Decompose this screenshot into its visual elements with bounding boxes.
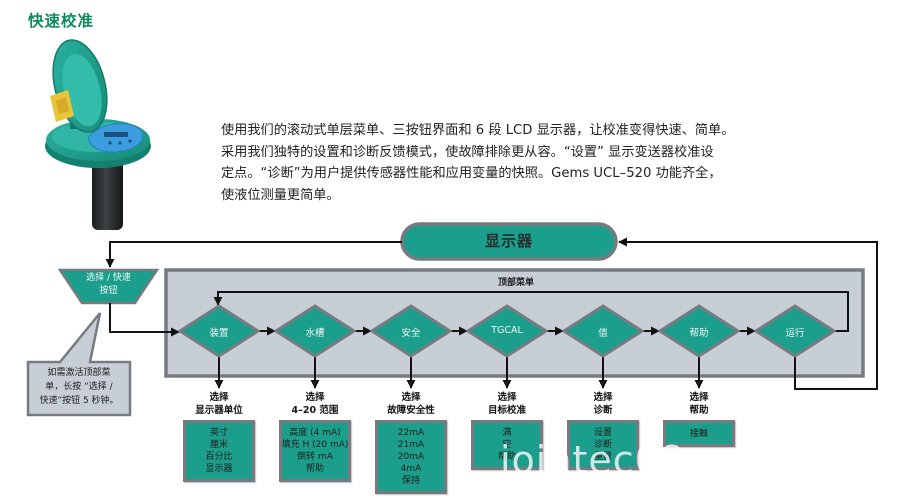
option-item[interactable]: 帮助 [305, 464, 324, 474]
select-label: 选择故障安全性 [366, 391, 456, 417]
select-label: 选择帮助 [654, 391, 744, 417]
intro-line: 使液位测量更简单。 [221, 187, 340, 203]
select-label-line: 选择 [497, 392, 517, 403]
select-label-line: 目标校准 [487, 405, 526, 416]
options-box: 满空帮助 [471, 420, 543, 470]
select-quick-button-line: 选择 / 快速 [86, 273, 131, 283]
options-box: 高度 (4 mA) 填充 H (20 mA) 倒转 mA 帮助 [279, 420, 351, 482]
callout-line: 如需激活顶部菜 [47, 368, 111, 378]
select-label: 选择 4–20 范围 [270, 391, 360, 417]
options-box: 22mA 21mA 20mA 4mA 保持 [375, 420, 447, 494]
select-label-line: 选择 [593, 392, 613, 403]
option-item[interactable]: 接触 [689, 428, 708, 439]
option-item[interactable]: 保持 [401, 476, 420, 486]
option-item[interactable]: 20mA [397, 452, 425, 462]
select-label-line: 选择 [401, 392, 421, 403]
menu-loop-arrow [213, 291, 849, 332]
option-item[interactable]: 显示器 [205, 464, 233, 474]
option-item[interactable]: 帮助 [497, 452, 516, 462]
option-item[interactable]: 倒转 mA [297, 452, 333, 462]
menu-item-label: 安全 [401, 328, 421, 339]
option-item[interactable]: 诊断 [593, 440, 612, 450]
select-label-line: 故障安全性 [387, 405, 435, 416]
option-item[interactable]: 设置 [593, 428, 612, 438]
select-label-line: 帮助 [689, 405, 709, 416]
option-item[interactable]: 高度 (4 mA) [289, 428, 341, 438]
menu-diamond-4[interactable] [561, 304, 645, 358]
select-label-line: 选择 [209, 392, 229, 403]
select-label: 选择诊断 [558, 391, 648, 417]
menu-item-label: 值 [598, 328, 608, 339]
option-item[interactable]: 英寸 [209, 428, 228, 438]
select-label-line: 诊断 [593, 405, 613, 416]
intro-line: 定点。“诊断”为用户提供传感器性能和应用变量的快照。Gems UCL–520 功… [221, 166, 722, 181]
top-menu-label: 顶部菜单 [497, 278, 534, 288]
intro-paragraph: 使用我们的滚动式单层菜单、三按钮界面和 6 段 LCD 显示器，让校准变得快速、… [221, 120, 734, 206]
callout-line: 快速”按钮 5 秒钟。 [39, 396, 119, 406]
option-item[interactable]: 满 [502, 428, 512, 438]
option-item[interactable]: 填充 H (20 mA) [281, 440, 349, 450]
callout-line: 单，长按 “选择 / [45, 382, 113, 392]
menu-diamond-2[interactable] [369, 304, 453, 358]
select-quick-button-node[interactable] [57, 268, 160, 305]
select-label: 选择显示器单位 [174, 391, 264, 417]
menu-diamond-3[interactable] [465, 304, 549, 358]
select-label-line: 4–20 范围 [291, 405, 339, 416]
intro-line: 采用我们独特的设置和诊断反馈模式，使故障排除更从容。“设置” 显示变送器校准设 [221, 144, 714, 160]
options-box: 接触 [663, 420, 735, 447]
options-box: 英寸厘米百分比显示器 [183, 420, 255, 482]
button-to-menu-arrow [109, 303, 180, 337]
option-item[interactable]: 21mA [397, 440, 425, 450]
option-item[interactable]: 百分比 [205, 452, 233, 462]
select-label-line: 选择 [689, 392, 709, 403]
option-item[interactable]: 厘米 [209, 440, 228, 450]
display-label: 显示器 [484, 232, 533, 250]
menu-item-label: 装置 [209, 328, 229, 339]
option-item[interactable]: 4mA [400, 464, 422, 474]
option-item[interactable]: 22mA [397, 428, 425, 438]
page-title: 快速校准 [28, 12, 95, 30]
options-box: 设置诊断重置 [567, 420, 639, 470]
menu-diamond-1[interactable] [273, 304, 357, 358]
menu-diamond-5[interactable] [657, 304, 741, 358]
menu-item-label: 水槽 [305, 328, 325, 339]
level-transmitter-device-icon [45, 39, 151, 230]
intro-line: 使用我们的滚动式单层菜单、三按钮界面和 6 段 LCD 显示器，让校准变得快速、… [221, 123, 735, 138]
run-to-display-arrow [618, 237, 878, 390]
select-label-line: 选择 [305, 392, 325, 403]
display-to-button-arrow [105, 241, 402, 268]
menu-item-label: 运行 [785, 328, 805, 339]
menu-item-label: 帮助 [689, 328, 709, 339]
menu-diamond-6[interactable] [753, 304, 837, 358]
select-quick-button-line: 按钮 [99, 286, 118, 296]
select-label-line: 显示器单位 [195, 405, 243, 416]
menu-item-label: TGCAL [491, 325, 523, 336]
select-quick-button-label: 选择 / 快速 按钮 [60, 272, 157, 298]
callout-text: 如需激活顶部菜 单，长按 “选择 / 快速”按钮 5 秒钟。 [28, 366, 130, 408]
option-item[interactable]: 重置 [593, 452, 612, 462]
select-label: 选择目标校准 [462, 391, 552, 417]
menu-diamond-0[interactable] [177, 304, 261, 358]
callout-bubble [26, 312, 132, 417]
option-item[interactable]: 空 [502, 440, 512, 450]
